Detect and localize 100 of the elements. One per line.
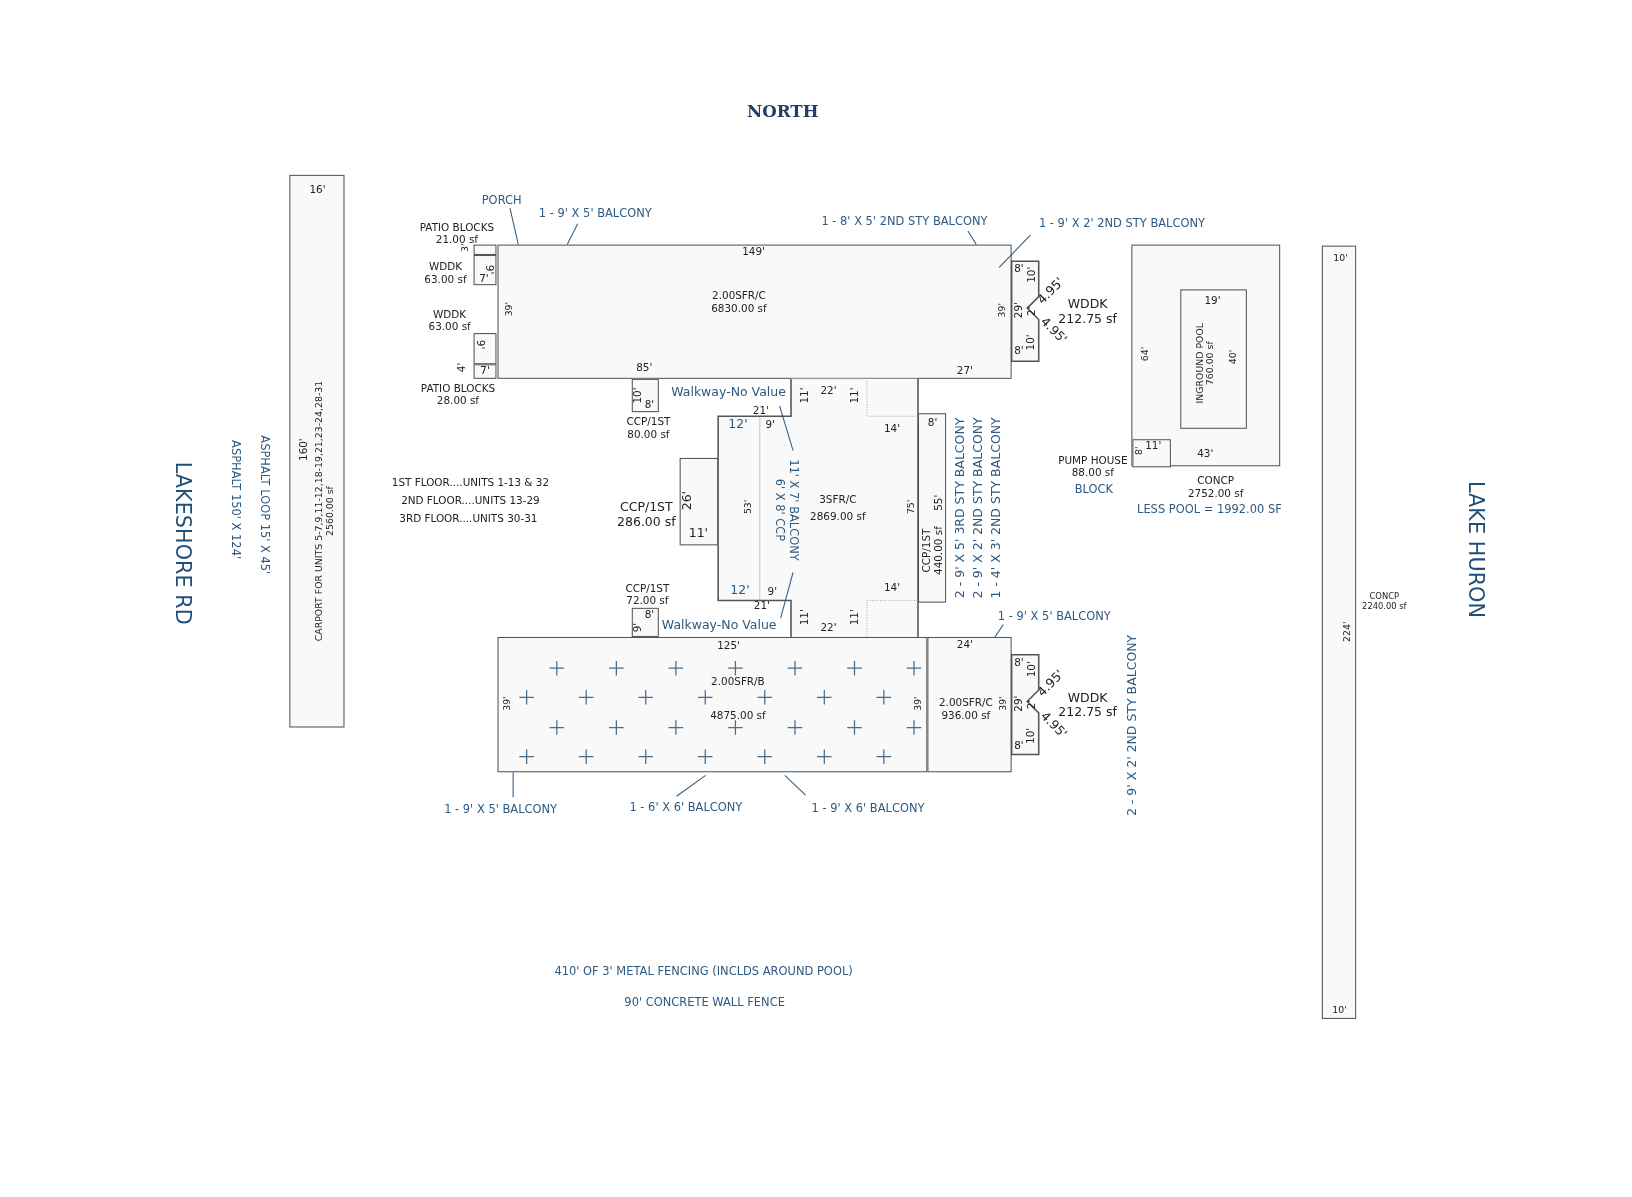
area-label: CONCP 2240.00 sf [1362, 592, 1407, 612]
dimension-label: 7' [479, 272, 489, 285]
dimension-label: 85' [636, 361, 653, 374]
area-label: PUMP HOUSE 88.00 sf [1058, 454, 1128, 479]
dimension-label: 11' [1145, 439, 1162, 452]
callout-text: 1 - 8' X 5' 2ND STY BALCONY [821, 214, 988, 230]
callout-text: 1 - 9' X 2' 2ND STY BALCONY [1038, 216, 1206, 232]
callout-text: 1 - 6' X 6' BALCONY [629, 800, 743, 816]
building-footprint [927, 636, 1012, 773]
dimension-label: 11' [798, 387, 811, 404]
dimension-label: 9' [483, 264, 496, 275]
dimension-label: 10' [1024, 334, 1037, 351]
callout-text: 1 - 9' X 5' BALCONY [997, 609, 1111, 625]
area-label: CONCP 2752.00 sf [1187, 475, 1244, 500]
dimension-label: 149' [742, 245, 765, 258]
area-label: 2.00SFR/C 6830.00 sf [711, 289, 767, 314]
callout-text: 1 - 9' X 5' BALCONY [444, 802, 558, 818]
dimension-label: 160' [297, 438, 310, 461]
dimension-label: 8' [1014, 657, 1024, 669]
area-label: 2.00SFR/B 4875.00 sf [710, 674, 766, 724]
callout-text: 1 - 9' X 6' BALCONY [811, 801, 925, 817]
dimension-label: 29' [1012, 302, 1025, 319]
dimension-label: 9' [765, 418, 775, 431]
covered-patio-area [918, 413, 947, 603]
walkway-label: Walkway-No Value [671, 385, 786, 400]
note-text: 2 - 9' X 2' 2ND STY BALCONY [1125, 634, 1140, 817]
dimension-label: 11' [688, 526, 709, 542]
leader-line [676, 774, 707, 797]
area-label: 3SFR/C 2869.00 sf [810, 492, 866, 525]
note-text: ASPHALT 150' X 124' [228, 440, 242, 560]
note-text: ASPHALT LOOP 15' X 45' [256, 435, 270, 575]
building-footprint [497, 244, 1012, 379]
dimension-label: 39' [912, 696, 924, 711]
note-text: 12' [728, 417, 748, 432]
callout-text: 11' X 7' BALCONY [786, 459, 801, 561]
note-text: 2 - 9' X 5' 3RD STY BALCONY [953, 417, 968, 599]
area-label: CCP/1ST 440.00 sf [920, 526, 945, 575]
dimension-label: 2ND FLOOR....UNITS 13-29 [401, 494, 540, 507]
dimension-label: 39' [503, 301, 515, 317]
leader-line [509, 207, 519, 246]
dimension-label: 2' [1025, 306, 1038, 316]
building-footprint [497, 636, 928, 773]
area-label: BLOCK [1074, 483, 1114, 497]
dimension-label: 11' [798, 609, 811, 626]
dimension-label: 24' [956, 638, 973, 651]
area-label: CCP/1ST 72.00 sf [625, 582, 670, 607]
callout-text: PORCH [481, 193, 522, 209]
dimension-label: 10' [632, 387, 644, 404]
dimension-label: 1ST FLOOR....UNITS 1-13 & 32 [391, 476, 549, 489]
area-label: 2.00SFR/C 936.00 sf [938, 696, 993, 721]
note-text: 2 - 9' X 2' 2ND STY BALCONY [971, 417, 986, 599]
dimension-label: 16' [309, 183, 326, 196]
dimension-label: 22' [820, 621, 837, 634]
dimension-label: 27' [956, 364, 973, 377]
area-label: CCP/1ST 80.00 sf [626, 415, 671, 440]
area-label: PATIO BLOCKS 28.00 sf [420, 382, 496, 407]
dimension-label: 10' [1024, 727, 1037, 744]
dimension-label: 9' [632, 622, 644, 633]
dimension-label: 3' [459, 243, 471, 252]
dimension-label: 224' [1341, 621, 1353, 642]
dimension-label: 10' [1025, 266, 1038, 283]
leader-line [994, 623, 1004, 638]
dimension-label: 19' [1204, 294, 1221, 307]
carport-area [289, 174, 345, 728]
leader-line [967, 230, 977, 246]
place-label: LAKE HURON [1463, 481, 1488, 619]
dimension-label: 3RD FLOOR....UNITS 30-31 [399, 512, 538, 525]
leader-line [566, 223, 579, 246]
callout-text: 6' X 8' CCP [771, 477, 786, 544]
dimension-label: 8' [1133, 446, 1144, 455]
leader-line [780, 571, 794, 619]
place-label: LAKESHORE RD [171, 461, 196, 625]
dimension-label: 8' [1014, 344, 1024, 357]
note-text: 410' OF 3' METAL FENCING (INCLDS AROUND POOL) [554, 965, 853, 979]
dimension-label: 10' [1333, 252, 1348, 264]
note-text: 12' [730, 584, 750, 599]
dimension-label: 2' [1025, 699, 1038, 710]
compass-label: NORTH [747, 102, 819, 122]
dimension-label: 8' [927, 416, 938, 429]
dimension-label: 8' [1014, 739, 1024, 752]
note-text: 1 - 4' X 3' 2ND STY BALCONY [989, 417, 1005, 599]
dimension-label: 39' [501, 696, 513, 711]
leader-line [512, 771, 514, 798]
note-text: 90' CONCRETE WALL FENCE [624, 996, 785, 1010]
area-label: WDDK 63.00 sf [424, 260, 467, 285]
dimension-label: 55' [932, 494, 945, 511]
leader-line [998, 234, 1031, 268]
area-label: INGROUND POOL 760.00 sf [1194, 322, 1216, 404]
dimension-label: 21' [753, 599, 770, 612]
area-label: CARPORT FOR UNITS 5-7,9,11-12,18-19,21,23-24,28-31 2560.00 sf [313, 380, 336, 642]
dimension-label: 43' [1197, 447, 1214, 460]
dimension-label: 8' [644, 398, 655, 411]
dimension-label: 125' [717, 639, 740, 652]
dimension-label: 29' [1012, 695, 1025, 712]
dimension-label: 4' [456, 362, 469, 373]
callout-text: 1 - 9' X 5' BALCONY [538, 206, 652, 222]
dimension-label: 7' [480, 364, 490, 377]
dimension-label: 26' [680, 490, 696, 511]
dimension-label: 8' [1014, 262, 1024, 275]
dimension-label: 10' [1025, 661, 1038, 678]
